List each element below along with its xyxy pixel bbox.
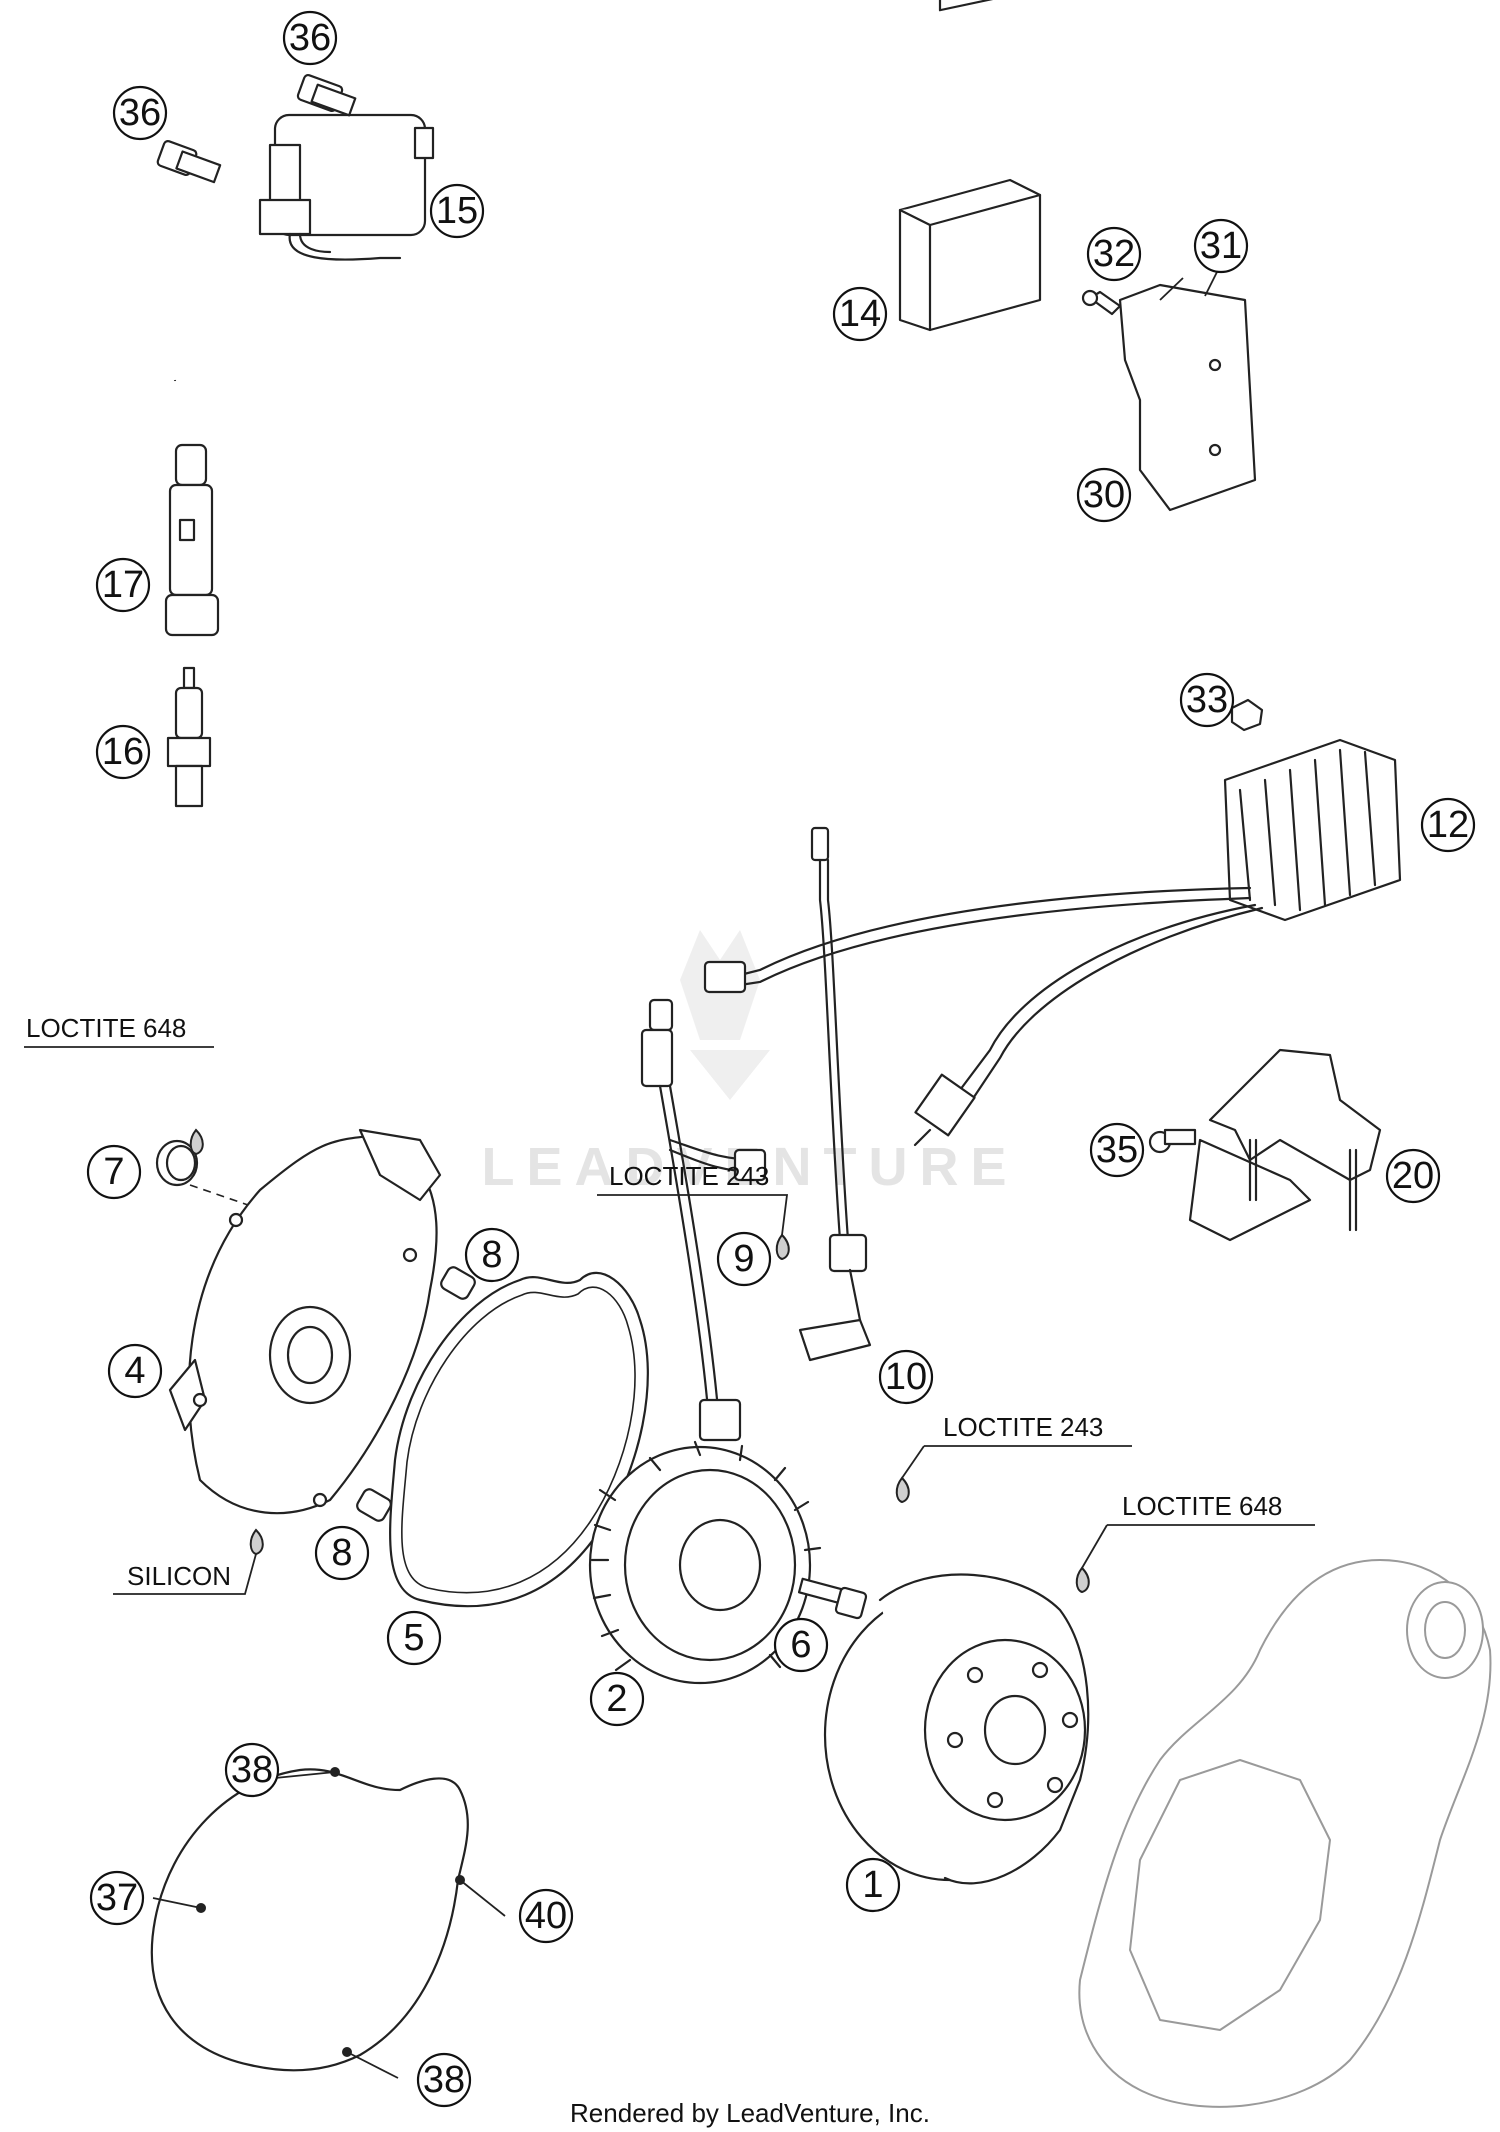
svg-text:38: 38	[231, 1749, 273, 1791]
svg-text:36: 36	[289, 17, 331, 59]
svg-text:1: 1	[862, 1864, 883, 1906]
drop-left-upper	[189, 1128, 204, 1156]
svg-text:20: 20	[1392, 1155, 1434, 1197]
svg-text:33: 33	[1186, 679, 1228, 721]
callout-8-lower: 8	[314, 1525, 370, 1581]
stator-wiring	[640, 998, 767, 1442]
callout-14: 14	[832, 286, 888, 342]
drop-right-648	[1075, 1566, 1090, 1594]
spark-plug-connector	[164, 443, 220, 637]
callout-8-upper: 8	[464, 1227, 520, 1283]
nut-33	[1230, 698, 1264, 732]
svg-text:6: 6	[790, 1624, 811, 1666]
callout-36-left: 36	[112, 85, 168, 141]
note-loctite-648-left: LOCTITE 648	[26, 1013, 186, 1043]
callout-17: 17	[95, 557, 151, 613]
note-loctite-243-right: LOCTITE 243	[943, 1412, 1103, 1442]
bolt-36-left	[156, 139, 222, 184]
svg-text:17: 17	[102, 564, 144, 606]
bolt-35	[1148, 1128, 1197, 1154]
svg-text:14: 14	[839, 293, 881, 335]
note-loctite-648-right: LOCTITE 648	[1122, 1491, 1282, 1521]
ignition-coil	[166, 113, 435, 382]
svg-text:7: 7	[103, 1151, 124, 1193]
screw-32	[1081, 289, 1122, 316]
svg-text:37: 37	[96, 1877, 138, 1919]
note-silicon: SILICON	[127, 1561, 231, 1591]
cdi-unit	[898, 0, 1042, 332]
callout-36-top: 36	[282, 10, 338, 66]
svg-text:5: 5	[403, 1617, 424, 1659]
leader-lines	[24, 251, 1315, 2079]
voltage-regulator	[1223, 738, 1402, 922]
svg-text:9: 9	[733, 1238, 754, 1280]
svg-text:40: 40	[525, 1895, 567, 1937]
callout-35: 35	[1089, 1122, 1145, 1178]
svg-text:32: 32	[1093, 233, 1135, 275]
svg-text:30: 30	[1083, 474, 1125, 516]
callout-32: 32	[1086, 226, 1142, 282]
svg-text:31: 31	[1200, 225, 1242, 267]
svg-text:4: 4	[124, 1350, 145, 1392]
drop-right-243	[895, 1476, 910, 1504]
svg-text:38: 38	[423, 2059, 465, 2101]
wiring-harness	[703, 886, 1264, 1147]
callout-7: 7	[86, 1144, 142, 1200]
svg-text:35: 35	[1096, 1129, 1138, 1171]
dowel-8-upper	[440, 1266, 476, 1300]
callout-37: 37	[89, 1870, 145, 1926]
bolt-6	[797, 1577, 868, 1620]
callout-1: 1	[845, 1857, 901, 1913]
note-loctite-243-mid: LOCTITE 243	[609, 1161, 769, 1191]
callout-9: 9	[716, 1231, 772, 1287]
flywheel-1	[823, 1573, 1090, 1885]
callout-30: 30	[1076, 467, 1132, 523]
render-credit: Rendered by LeadVenture, Inc.	[570, 2098, 930, 2128]
callout-4: 4	[107, 1343, 163, 1399]
callout-33: 33	[1179, 672, 1235, 728]
cap-7	[155, 1139, 199, 1187]
spark-plug	[166, 666, 212, 808]
callout-12: 12	[1420, 797, 1476, 853]
callout-16: 16	[95, 724, 151, 780]
callout-40: 40	[518, 1888, 574, 1944]
callout-10: 10	[878, 1349, 934, 1405]
svg-text:8: 8	[331, 1532, 352, 1574]
svg-text:16: 16	[102, 731, 144, 773]
callout-5: 5	[386, 1610, 442, 1666]
gasket-lower	[150, 1767, 469, 2072]
pickup-sensor-wiring	[798, 826, 872, 1362]
stator-2	[588, 1440, 822, 1685]
callout-20: 20	[1385, 1148, 1441, 1204]
svg-text:36: 36	[119, 92, 161, 134]
callout-6: 6	[773, 1617, 829, 1673]
svg-text:15: 15	[436, 190, 478, 232]
svg-text:12: 12	[1427, 804, 1469, 846]
callout-15: 15	[429, 183, 485, 239]
callout-31: 31	[1193, 218, 1249, 274]
svg-text:8: 8	[481, 1234, 502, 1276]
bolt-36-top	[296, 73, 357, 117]
ignition-cover	[168, 1128, 442, 1515]
dowel-8-lower	[356, 1488, 392, 1522]
svg-text:10: 10	[885, 1356, 927, 1398]
drop-silicon	[249, 1528, 264, 1556]
regulator-bracket	[1188, 1048, 1382, 1242]
cap-dash-line	[189, 1184, 249, 1206]
svg-text:2: 2	[606, 1678, 627, 1720]
engine-case-outline	[1078, 1559, 1492, 2108]
callout-2: 2	[589, 1671, 645, 1727]
cover-plate	[1118, 283, 1257, 512]
callout-38-top: 38	[224, 1742, 280, 1798]
watermark-logo	[680, 930, 770, 1100]
drop-mid	[775, 1233, 790, 1261]
callout-38-bottom: 38	[416, 2052, 472, 2108]
